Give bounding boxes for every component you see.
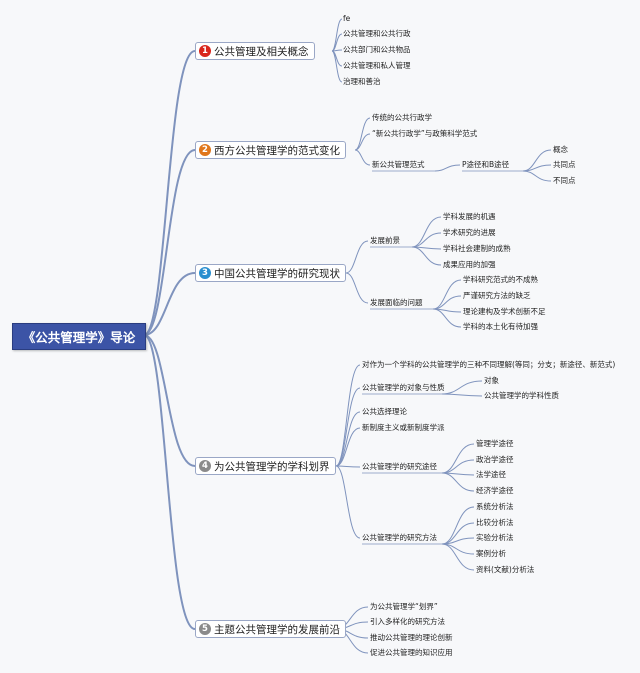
branch-4-subitem[interactable]: 比较分析法 xyxy=(476,518,514,527)
branch-5-item[interactable]: 推动公共管理的理论创新 xyxy=(370,633,453,642)
branch-2-item[interactable]: 新公共管理范式 xyxy=(372,160,425,169)
branch-4-subitem[interactable]: 政治学途径 xyxy=(476,455,514,464)
branch-3-topic[interactable]: 3 中国公共管理学的研究现状 xyxy=(195,264,346,282)
connector-line xyxy=(441,380,483,395)
branch-4-subitem[interactable]: 经济学途径 xyxy=(476,486,514,495)
branch-3-item[interactable]: 学科的本土化有待加强 xyxy=(463,322,538,331)
connector-line xyxy=(411,232,442,248)
branch-3-item[interactable]: 成果应用的加强 xyxy=(443,260,496,269)
branch-4-subitem[interactable]: 对象 xyxy=(484,376,499,385)
number-5-icon: 5 xyxy=(199,623,211,635)
number-1-icon: 1 xyxy=(199,45,211,57)
branch-4-subitem[interactable]: 资料(文献)分析法 xyxy=(476,565,535,574)
connector-line xyxy=(143,50,196,336)
connector-line xyxy=(354,149,371,166)
connector-line xyxy=(335,465,361,539)
branch-3-item[interactable]: 理论建构及学术创新不足 xyxy=(463,307,546,316)
branch-5-item[interactable]: 促进公共管理的知识应用 xyxy=(370,648,453,657)
number-4-icon: 4 xyxy=(199,460,211,472)
branch-3-item[interactable]: 学科社会建制的成熟 xyxy=(443,244,511,253)
root-topic[interactable]: 《公共管理学》导论 xyxy=(12,323,146,350)
connector-line xyxy=(522,170,552,182)
connector-line xyxy=(411,216,442,248)
number-2-icon: 2 xyxy=(199,144,211,156)
branch-5-topic[interactable]: 5 主题公共管理学的发展前沿 xyxy=(195,620,346,638)
branch-2-item[interactable]: “新公共行政学”与政策科学范式 xyxy=(372,129,478,138)
connector-line xyxy=(411,246,442,266)
connector-line xyxy=(441,506,475,545)
branch-4-item[interactable]: 公共管理学的研究方法 xyxy=(362,533,437,542)
root-title: 《公共管理学》导论 xyxy=(22,330,136,345)
connector-line xyxy=(441,459,475,474)
branch-2-item[interactable]: 传统的公共行政学 xyxy=(372,113,432,122)
connector-line xyxy=(432,279,462,310)
connector-line xyxy=(335,465,361,468)
branch-4-subitem[interactable]: 实验分析法 xyxy=(476,533,514,542)
branch-3-item[interactable]: 学科研究范式的不成熟 xyxy=(463,275,538,284)
branch-3-item[interactable]: 学科发展的机遇 xyxy=(443,212,496,221)
number-3-icon: 3 xyxy=(199,267,211,279)
branch-1-item[interactable]: 公共部门和公共物品 xyxy=(343,45,411,54)
connector-line xyxy=(354,133,371,151)
branch-4-subitem[interactable]: 案例分析 xyxy=(476,549,506,558)
branch-3-label: 中国公共管理学的研究现状 xyxy=(214,267,340,280)
connector-line xyxy=(432,295,462,310)
branch-1-item[interactable]: fe xyxy=(343,14,351,23)
branch-4-item[interactable]: 对作为一个学科的公共管理学的三种不同理解(等同；分支；新途径、新范式) xyxy=(362,360,616,369)
branch-1-topic[interactable]: 1 公共管理及相关概念 xyxy=(195,42,315,60)
branch-4-item[interactable]: 公共选择理论 xyxy=(362,407,407,416)
branch-1-item[interactable]: 公共管理和私人管理 xyxy=(343,61,411,70)
branch-4-item[interactable]: 公共管理学的研究途径 xyxy=(362,462,437,471)
branch-2-label: 西方公共管理学的范式变化 xyxy=(214,144,340,157)
branch-4-subitem[interactable]: 管理学途径 xyxy=(476,439,514,448)
branch-3-item[interactable]: 严谨研究方法的缺乏 xyxy=(463,291,531,300)
branch-2-subitem[interactable]: 概念 xyxy=(553,145,568,154)
p-and-b-approach[interactable]: P途径和B途径 xyxy=(462,160,510,169)
connector-line xyxy=(143,334,196,630)
branch-5-item[interactable]: 引入多样化的研究方法 xyxy=(370,617,445,626)
connector-line xyxy=(345,272,369,304)
branch-5-label: 主题公共管理学的发展前沿 xyxy=(214,623,340,636)
connector-line xyxy=(441,543,475,571)
branch-4-subitem[interactable]: 公共管理学的学科性质 xyxy=(484,391,559,400)
connector-line xyxy=(434,164,461,172)
branch-2-subitem[interactable]: 不同点 xyxy=(553,176,576,185)
branch-4-label: 为公共管理学的学科划界 xyxy=(214,460,330,473)
branch-4-subitem[interactable]: 系统分析法 xyxy=(476,502,514,511)
connector-line xyxy=(335,387,361,467)
branch-3-item[interactable]: 学术研究的进展 xyxy=(443,228,496,237)
connector-line xyxy=(143,334,196,467)
connector-line xyxy=(441,393,483,397)
branch-2-topic[interactable]: 2 西方公共管理学的范式变化 xyxy=(195,141,346,159)
connector-line xyxy=(345,240,369,274)
connector-line xyxy=(143,149,196,336)
connector-line xyxy=(143,272,196,336)
connector-line xyxy=(432,308,462,328)
branch-1-label: 公共管理及相关概念 xyxy=(214,45,309,58)
connector-line xyxy=(441,472,475,492)
connector-line xyxy=(335,364,361,467)
branch-5-item[interactable]: 为公共管理学“划界” xyxy=(370,602,438,611)
group-problems[interactable]: 发展面临的问题 xyxy=(370,298,423,307)
branch-1-item[interactable]: 公共管理和公共行政 xyxy=(343,29,411,38)
branch-2-subitem[interactable]: 共同点 xyxy=(553,160,576,169)
group-development-prospects[interactable]: 发展前景 xyxy=(370,236,400,245)
connector-line xyxy=(441,443,475,474)
branch-4-subitem[interactable]: 法学途径 xyxy=(476,470,506,479)
connector-line xyxy=(335,411,361,467)
connector-line xyxy=(335,427,361,467)
branch-4-topic[interactable]: 4 为公共管理学的学科划界 xyxy=(195,457,336,475)
connector-line xyxy=(331,50,343,83)
branch-1-item[interactable]: 治理和善治 xyxy=(343,77,381,86)
branch-4-item[interactable]: 新制度主义或新制度学派 xyxy=(362,423,445,432)
branch-4-item[interactable]: 公共管理学的对象与性质 xyxy=(362,383,445,392)
